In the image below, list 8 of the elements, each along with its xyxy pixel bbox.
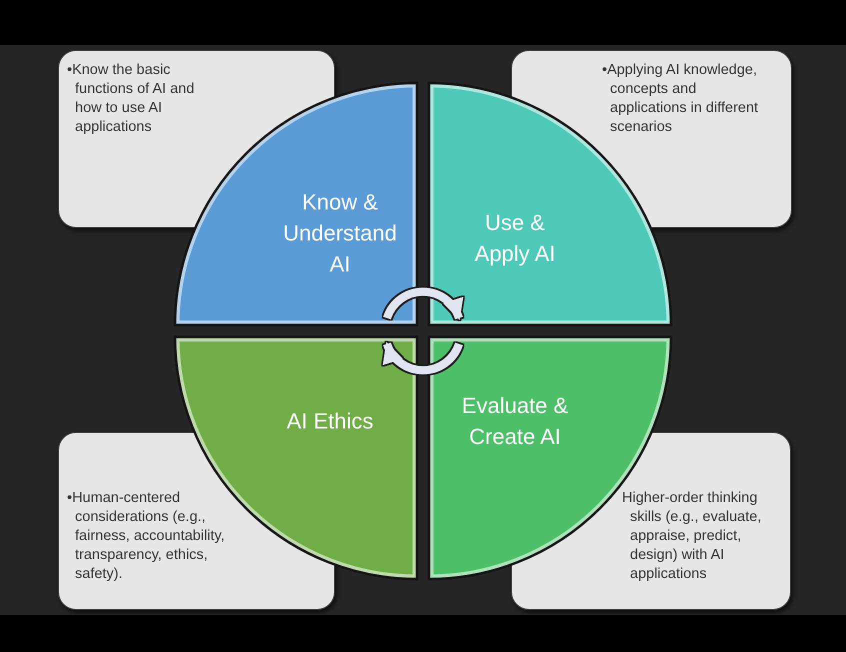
- segment-label: Evaluate & Create AI: [460, 392, 570, 451]
- segment-label: Know & Understand AI: [282, 188, 398, 278]
- description-text: •Human-centered considerations (e.g., fairness, accountability, transparency, ethics, safety).: [67, 489, 226, 584]
- description-text: Higher-order thinking skills (e.g., evaluate, appraise, predict, design) with AI applications: [622, 489, 762, 584]
- segment-label: AI Ethics: [286, 408, 374, 436]
- description-text: •Applying AI knowledge, concepts and applications in different scenarios: [602, 61, 760, 137]
- description-text: •Know the basic functions of AI and how to use AI applications: [67, 61, 196, 137]
- segment-label: Use & Apply AI: [474, 209, 556, 268]
